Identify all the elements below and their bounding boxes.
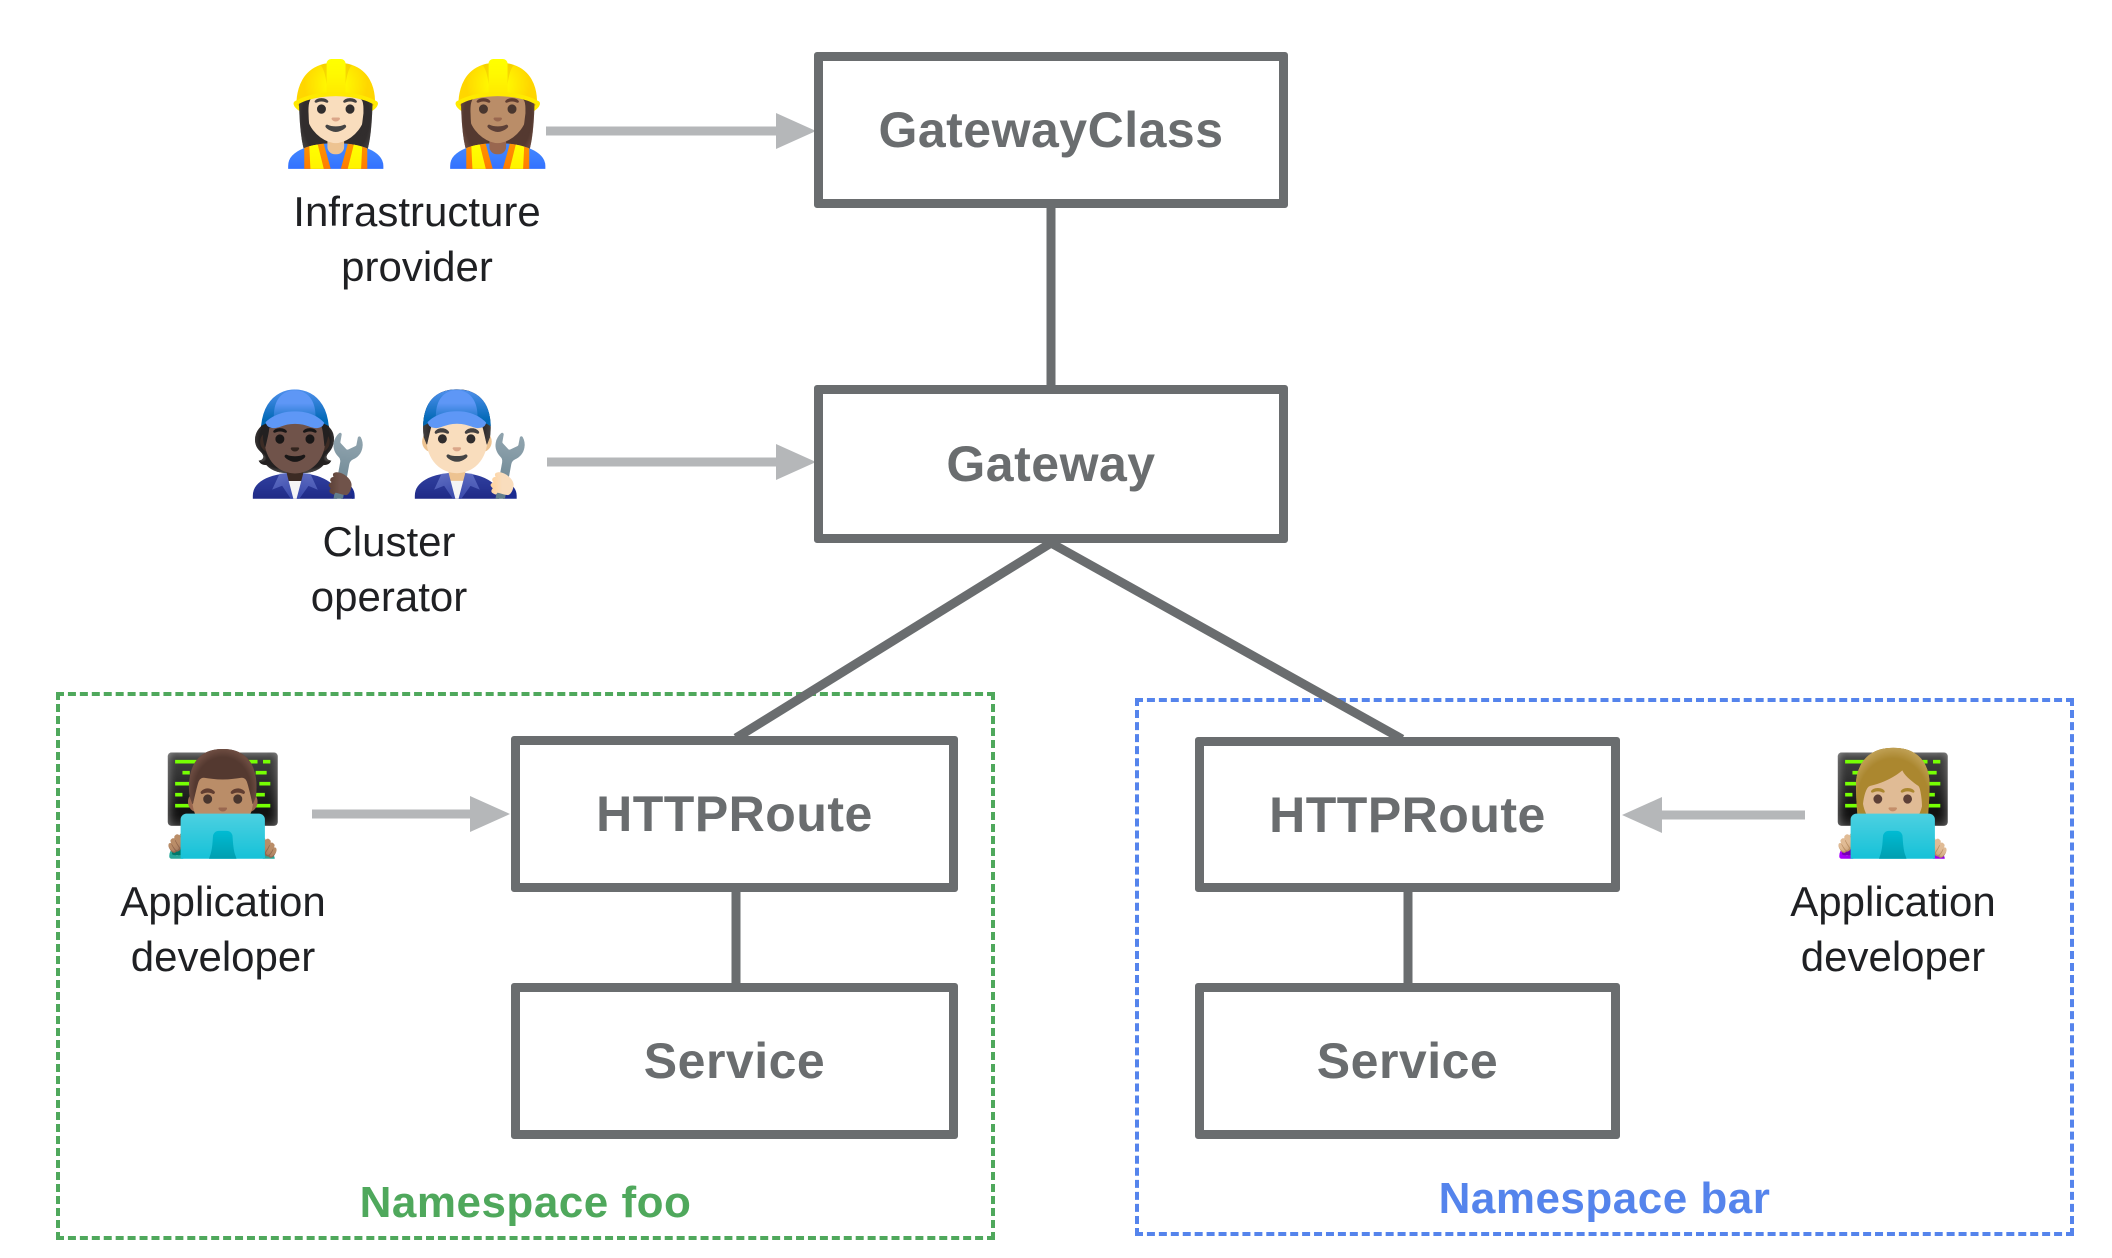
- label-line-2: developer: [130, 933, 316, 981]
- node-httproute-foo-label: HTTPRoute: [596, 786, 873, 842]
- label-line-1: Cluster: [322, 518, 456, 565]
- node-gatewayclass-label: GatewayClass: [878, 102, 1224, 158]
- woman-technologist-emoji: 👩🏼‍💻: [1830, 748, 1956, 860]
- emoji-row: 👷🏻‍♀️ 👷🏽‍♀️: [167, 58, 667, 170]
- label-line-1: Application: [120, 878, 326, 925]
- node-service-foo: Service: [511, 983, 958, 1139]
- infrastructure-provider-label: Infrastructure provider: [167, 184, 667, 295]
- persona-app-developer-bar: 👩🏼‍💻 Application developer: [1693, 748, 2093, 985]
- connector-gateway-httproute-foo: [733, 539, 1054, 742]
- arrow-app-developer-to-httproute-bar: [1622, 797, 1805, 833]
- person-mechanic-dark-emoji: 🧑🏿‍🔧: [245, 388, 371, 500]
- woman-construction-worker-light-emoji: 👷🏻‍♀️: [273, 58, 399, 170]
- persona-infrastructure-provider: 👷🏻‍♀️ 👷🏽‍♀️ Infrastructure provider: [167, 58, 667, 295]
- app-developer-bar-label: Application developer: [1693, 874, 2093, 985]
- namespace-foo-label: Namespace foo: [359, 1178, 692, 1227]
- man-technologist-emoji: 👨🏽‍💻: [160, 748, 286, 860]
- label-line-2: provider: [341, 243, 493, 291]
- label-line-2: developer: [1800, 933, 1986, 981]
- label-line-2: operator: [310, 573, 468, 621]
- arrow-cluster-operator-to-gateway: [547, 444, 816, 480]
- node-httproute-bar-label: HTTPRoute: [1269, 786, 1546, 843]
- label-line-1: Infrastructure: [293, 188, 541, 235]
- man-mechanic-light-emoji: 👨🏻‍🔧: [407, 388, 533, 500]
- persona-cluster-operator: 🧑🏿‍🔧 👨🏻‍🔧 Cluster operator: [139, 388, 639, 625]
- node-httproute-foo: HTTPRoute: [511, 736, 958, 892]
- woman-construction-worker-medium-emoji: 👷🏽‍♀️: [435, 58, 561, 170]
- node-service-bar-label: Service: [1316, 1033, 1499, 1089]
- arrow-head-icon: [776, 113, 816, 149]
- emoji-row: 👩🏼‍💻: [1693, 748, 2093, 860]
- arrow-head-icon: [1622, 797, 1662, 833]
- connector-gateway-httproute-bar: [1048, 539, 1405, 743]
- emoji-row: 🧑🏿‍🔧 👨🏻‍🔧: [139, 388, 639, 500]
- namespace-foo-region: Namespace foo: [56, 692, 995, 1240]
- emoji-row: 👨🏽‍💻: [23, 748, 423, 860]
- arrow-app-developer-to-httproute-foo: [312, 796, 510, 832]
- app-developer-foo-label: Application developer: [23, 874, 423, 985]
- arrow-head-icon: [776, 444, 816, 480]
- namespace-bar-label: Namespace bar: [1438, 1174, 1771, 1223]
- cluster-operator-label: Cluster operator: [139, 514, 639, 625]
- persona-app-developer-foo: 👨🏽‍💻 Application developer: [23, 748, 423, 985]
- node-gatewayclass: GatewayClass: [814, 52, 1288, 208]
- label-line-1: Application: [1790, 878, 1996, 925]
- node-gateway: Gateway: [814, 385, 1288, 543]
- arrow-head-icon: [470, 796, 510, 832]
- namespace-bar-region: Namespace bar: [1135, 698, 2074, 1236]
- node-service-foo-label: Service: [643, 1033, 826, 1089]
- node-gateway-label: Gateway: [946, 436, 1156, 492]
- node-service-bar: Service: [1195, 983, 1620, 1139]
- node-httproute-bar: HTTPRoute: [1195, 737, 1620, 892]
- arrow-infrastructure-provider-to-gatewayclass: [546, 113, 816, 149]
